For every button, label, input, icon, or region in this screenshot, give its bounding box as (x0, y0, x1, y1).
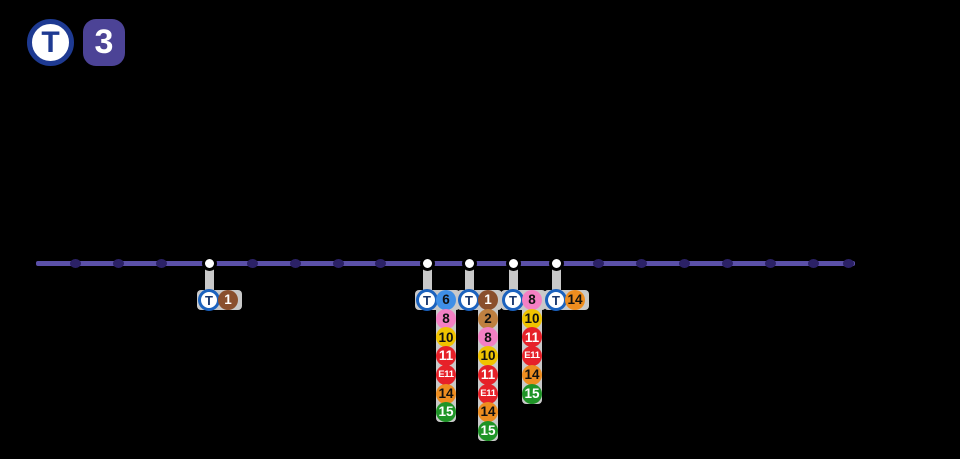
station-dot (246, 258, 258, 268)
tram-symbol-icon: T (502, 289, 524, 311)
connection-badge: 11 (478, 364, 498, 385)
connection-badge: 10 (436, 327, 456, 348)
connection-badge: 15 (522, 383, 542, 404)
connection-badge: 1 (478, 290, 498, 310)
station-dot (332, 258, 344, 268)
station-dot (155, 258, 167, 268)
station-dot (289, 258, 301, 268)
connection-badge: 14 (436, 383, 456, 404)
connection-badge: 1 (218, 290, 238, 310)
connection-badge: 14 (522, 364, 542, 385)
connection-badge: 14 (565, 290, 585, 310)
connection-badge: 8 (522, 290, 542, 310)
station-dot (842, 258, 854, 268)
station-dot (112, 258, 124, 268)
tram-symbol-icon: T (545, 289, 567, 311)
station-dot (69, 258, 81, 268)
connection-badge: 6 (436, 290, 456, 310)
connection-stem (551, 263, 561, 308)
interchange-station-dot (461, 255, 477, 271)
station-dot (678, 258, 690, 268)
connection-stem (464, 263, 474, 308)
connection-badge: 14 (478, 402, 498, 423)
connection-badge: 10 (522, 308, 542, 329)
connection-badge: 15 (478, 420, 498, 441)
station-dot (764, 258, 776, 268)
connection-badge: 8 (478, 327, 498, 348)
connection-badge: 10 (478, 346, 498, 367)
station-dot (374, 258, 386, 268)
tram-symbol-icon: T (198, 289, 220, 311)
connection-stem (422, 263, 432, 308)
tram-symbol-icon: T (416, 289, 438, 311)
connection-badge: E11 (478, 383, 498, 404)
connection-badge: E11 (436, 364, 456, 385)
interchange-station-dot (505, 255, 521, 271)
connection-badge: E11 (522, 346, 542, 367)
route-line (36, 260, 855, 266)
connection-badge: 2 (478, 308, 498, 329)
connection-stem (508, 263, 518, 308)
connection-badge: 15 (436, 402, 456, 423)
station-dot (635, 258, 647, 268)
connection-badge: 8 (436, 308, 456, 329)
station-dot (721, 258, 733, 268)
tram-network-icon: T (27, 19, 74, 66)
interchange-station-dot (419, 255, 435, 271)
line-number-badge: 3 (83, 19, 125, 66)
interchange-station-dot (201, 255, 217, 271)
interchange-station-dot (548, 255, 564, 271)
connection-badge: 11 (522, 327, 542, 348)
line-logo: T 3 (27, 19, 125, 66)
tram-symbol-icon: T (458, 289, 480, 311)
station-dot (592, 258, 604, 268)
station-dot (807, 258, 819, 268)
connection-stem (204, 263, 214, 308)
connection-badge: 11 (436, 346, 456, 367)
